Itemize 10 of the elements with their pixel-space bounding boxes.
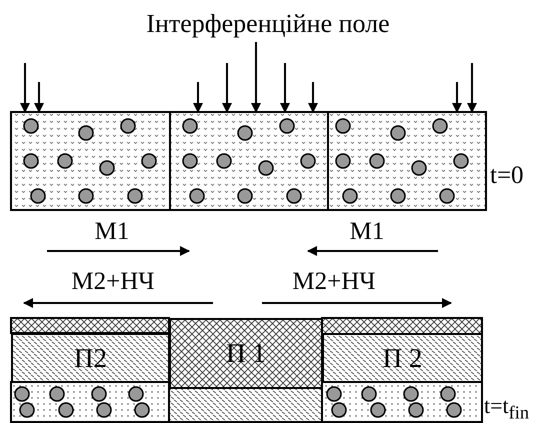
layer-region [322,333,483,383]
flow-label: М1 [350,218,384,246]
time-label: t=t$_{fin}$ [484,392,530,423]
flow-label: М1 [94,218,130,246]
layer-region [169,318,323,389]
time-label: t=0 [490,162,524,190]
title: Інтерференційне поле [146,10,390,38]
flow-label: М2+НЧ [71,268,155,296]
flow-label: М2+НЧ [292,268,376,296]
layer-region [11,333,170,383]
